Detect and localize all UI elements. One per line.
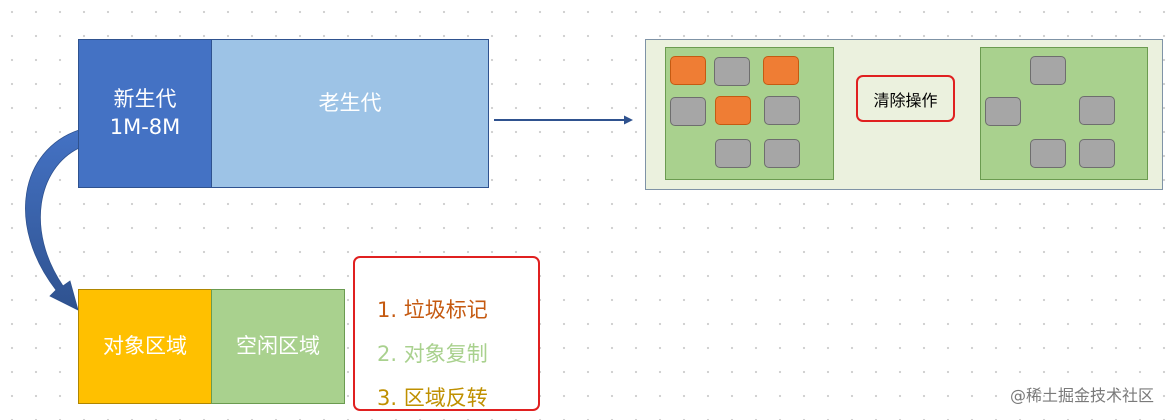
source-watermark: @稀土掘金技术社区 — [1009, 386, 1154, 405]
free-area-block: 空闲区域 — [211, 289, 345, 404]
young-to-semispace-curved-arrow — [25, 129, 80, 311]
object-block — [1030, 139, 1066, 168]
old-to-cleanup-arrowhead — [624, 115, 633, 125]
dead-object-block — [715, 139, 751, 168]
step-flip: 3. 区域反转 — [377, 386, 488, 410]
object-block — [1030, 56, 1066, 85]
live-object-block — [763, 56, 799, 85]
live-object-block — [670, 56, 706, 85]
dead-object-block — [764, 96, 800, 125]
young-generation-label: 新生代 — [113, 87, 177, 112]
object-area-label: 对象区域 — [103, 333, 187, 358]
young-generation-block: 新生代 1M-8M — [78, 39, 212, 188]
gc-steps-box: 1. 垃圾标记 2. 对象复制 3. 区域反转 — [353, 256, 540, 411]
dead-object-block — [714, 57, 750, 86]
object-area-block: 对象区域 — [78, 289, 212, 404]
free-area-label: 空闲区域 — [236, 333, 320, 358]
dead-object-block — [764, 139, 800, 168]
old-generation-block: 老生代 — [211, 39, 489, 188]
cleanup-operation-label: 清除操作 — [856, 75, 955, 122]
dead-object-block — [670, 97, 706, 126]
young-generation-size: 1M-8M — [109, 114, 181, 139]
object-block — [1079, 139, 1115, 168]
live-object-block — [715, 96, 751, 125]
step-mark: 1. 垃圾标记 — [377, 298, 488, 322]
object-block — [1079, 96, 1115, 125]
object-block — [985, 97, 1021, 126]
step-copy: 2. 对象复制 — [377, 342, 488, 366]
old-generation-label: 老生代 — [318, 91, 382, 115]
